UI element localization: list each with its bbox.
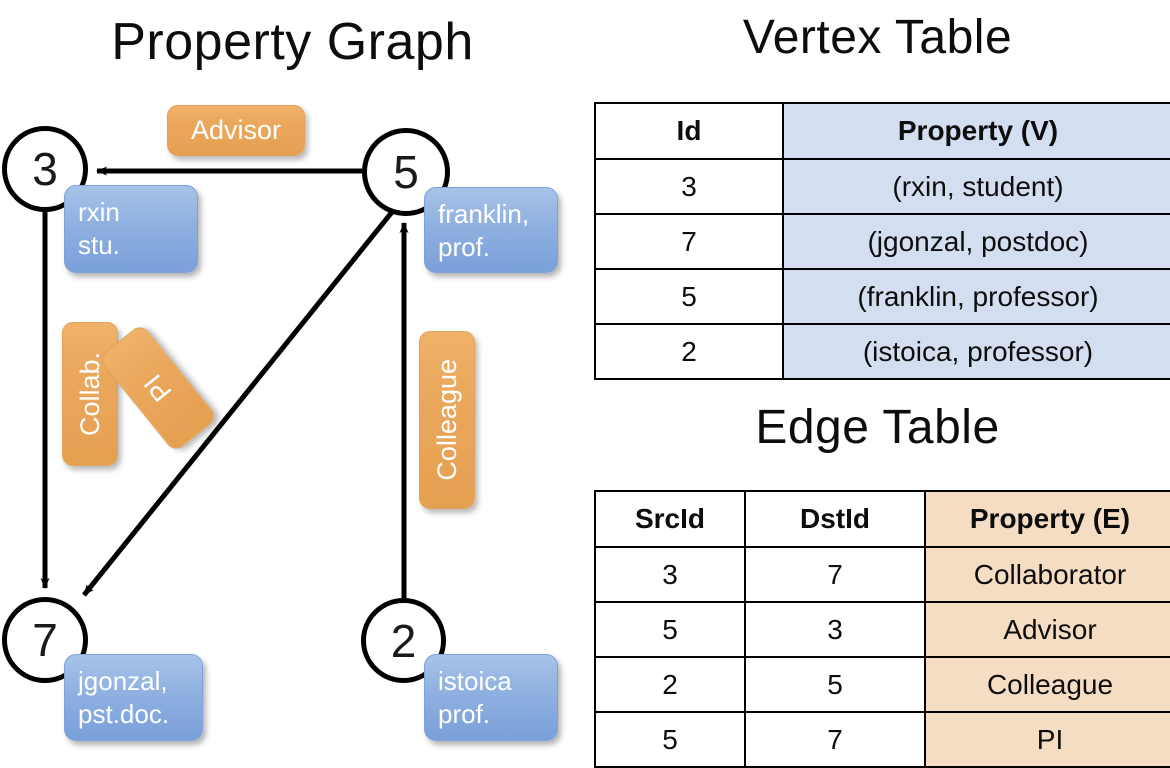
vertex-table-cell-property: (jgonzal, postdoc) <box>782 213 1170 270</box>
vertex-property-rxin-line2: stu. <box>78 230 120 261</box>
vertex-property-franklin-line2: prof. <box>438 232 491 263</box>
table-row[interactable]: 5 (franklin, professor) <box>594 268 1170 325</box>
edge-label-box-collab[interactable]: Collab. <box>62 322 118 466</box>
edge-table-header-property: Property (E) <box>924 490 1170 548</box>
edge-label-advisor-text: Advisor <box>190 115 282 145</box>
edge-table-cell-srcid: 3 <box>594 546 746 603</box>
vertex-property-jgonzal-line1: jgonzal, <box>78 666 168 696</box>
edge-table-header-dstid: DstId <box>744 490 926 548</box>
table-row[interactable]: 7 (jgonzal, postdoc) <box>594 213 1170 270</box>
vertex-property-franklin-line1: franklin, <box>438 199 530 229</box>
vertex-node-2[interactable]: 2 <box>361 598 446 683</box>
edge-label-collab-text: Collab. <box>74 351 105 437</box>
edge-table-cell-srcid: 5 <box>594 711 746 768</box>
vertex-property-istoica-line2: prof. <box>438 699 491 730</box>
edge-label-box-advisor[interactable]: Advisor <box>167 105 305 156</box>
vertex-table-header-id: Id <box>594 102 784 160</box>
table-row[interactable]: 5 7 PI <box>594 711 1170 768</box>
edge-arrow-pi <box>82 210 394 597</box>
vertex-property-box-istoica[interactable]: istoica prof. <box>424 654 558 741</box>
vertex-table-cell-property: (franklin, professor) <box>782 268 1170 325</box>
vertex-table-cell-id: 2 <box>594 323 784 380</box>
edge-table-cell-property: Advisor <box>924 601 1170 658</box>
edge-label-pi-text: PI <box>137 368 178 408</box>
vertex-table-cell-property: (rxin, student) <box>782 158 1170 215</box>
table-row[interactable]: 3 (rxin, student) <box>594 158 1170 215</box>
edge-table-cell-srcid: 5 <box>594 601 746 658</box>
edge-table-header-row: SrcId DstId Property (E) <box>594 490 1170 548</box>
table-row[interactable]: 5 3 Advisor <box>594 601 1170 658</box>
table-row[interactable]: 3 7 Collaborator <box>594 546 1170 603</box>
edge-table-cell-property: Collaborator <box>924 546 1170 603</box>
vertex-table-cell-id: 5 <box>594 268 784 325</box>
vertex-table-cell-property: (istoica, professor) <box>782 323 1170 380</box>
table-row[interactable]: 2 5 Colleague <box>594 656 1170 713</box>
vertex-node-5-label: 5 <box>393 146 419 198</box>
vertex-table-header-row: Id Property (V) <box>594 102 1170 160</box>
graph-edge-arrows <box>40 166 409 598</box>
edge-table-cell-dstid: 3 <box>744 601 926 658</box>
vertex-node-3-label: 3 <box>32 143 58 195</box>
edge-table: SrcId DstId Property (E) 3 7 Collaborato… <box>594 490 1170 768</box>
vertex-property-jgonzal-line2: pst.doc. <box>78 699 170 730</box>
edge-table-cell-dstid: 5 <box>744 656 926 713</box>
property-graph-diagram: 3 5 7 2 rxin stu. franklin, prof. jgonza… <box>0 0 585 760</box>
vertex-property-box-jgonzal[interactable]: jgonzal, pst.doc. <box>64 654 203 741</box>
vertex-table-cell-id: 3 <box>594 158 784 215</box>
vertex-node-2-label: 2 <box>390 614 417 667</box>
edge-table-cell-property: PI <box>924 711 1170 768</box>
edge-label-box-colleague[interactable]: Colleague <box>419 331 475 509</box>
edge-label-colleague-text: Colleague <box>431 359 462 481</box>
edge-table-header-srcid: SrcId <box>594 490 746 548</box>
page-title-edge-table: Edge Table <box>755 401 1000 454</box>
vertex-node-7-label: 7 <box>32 614 58 666</box>
edge-table-cell-srcid: 2 <box>594 656 746 713</box>
vertex-table-cell-id: 7 <box>594 213 784 270</box>
vertex-property-box-franklin[interactable]: franklin, prof. <box>424 187 558 273</box>
vertex-node-5[interactable]: 5 <box>362 128 450 216</box>
vertex-property-box-rxin[interactable]: rxin stu. <box>64 185 198 273</box>
vertex-table: Id Property (V) 3 (rxin, student) 7 (jgo… <box>594 102 1170 380</box>
vertex-table-header-property: Property (V) <box>782 102 1170 160</box>
edge-table-cell-dstid: 7 <box>744 711 926 768</box>
table-row[interactable]: 2 (istoica, professor) <box>594 323 1170 380</box>
page-title-property-graph: Property Graph <box>111 13 474 71</box>
edge-table-cell-property: Colleague <box>924 656 1170 713</box>
vertex-property-rxin-line1: rxin <box>78 197 120 227</box>
vertex-property-istoica-line1: istoica <box>438 666 512 696</box>
edge-table-cell-dstid: 7 <box>744 546 926 603</box>
page-title-vertex-table: Vertex Table <box>742 11 1013 64</box>
